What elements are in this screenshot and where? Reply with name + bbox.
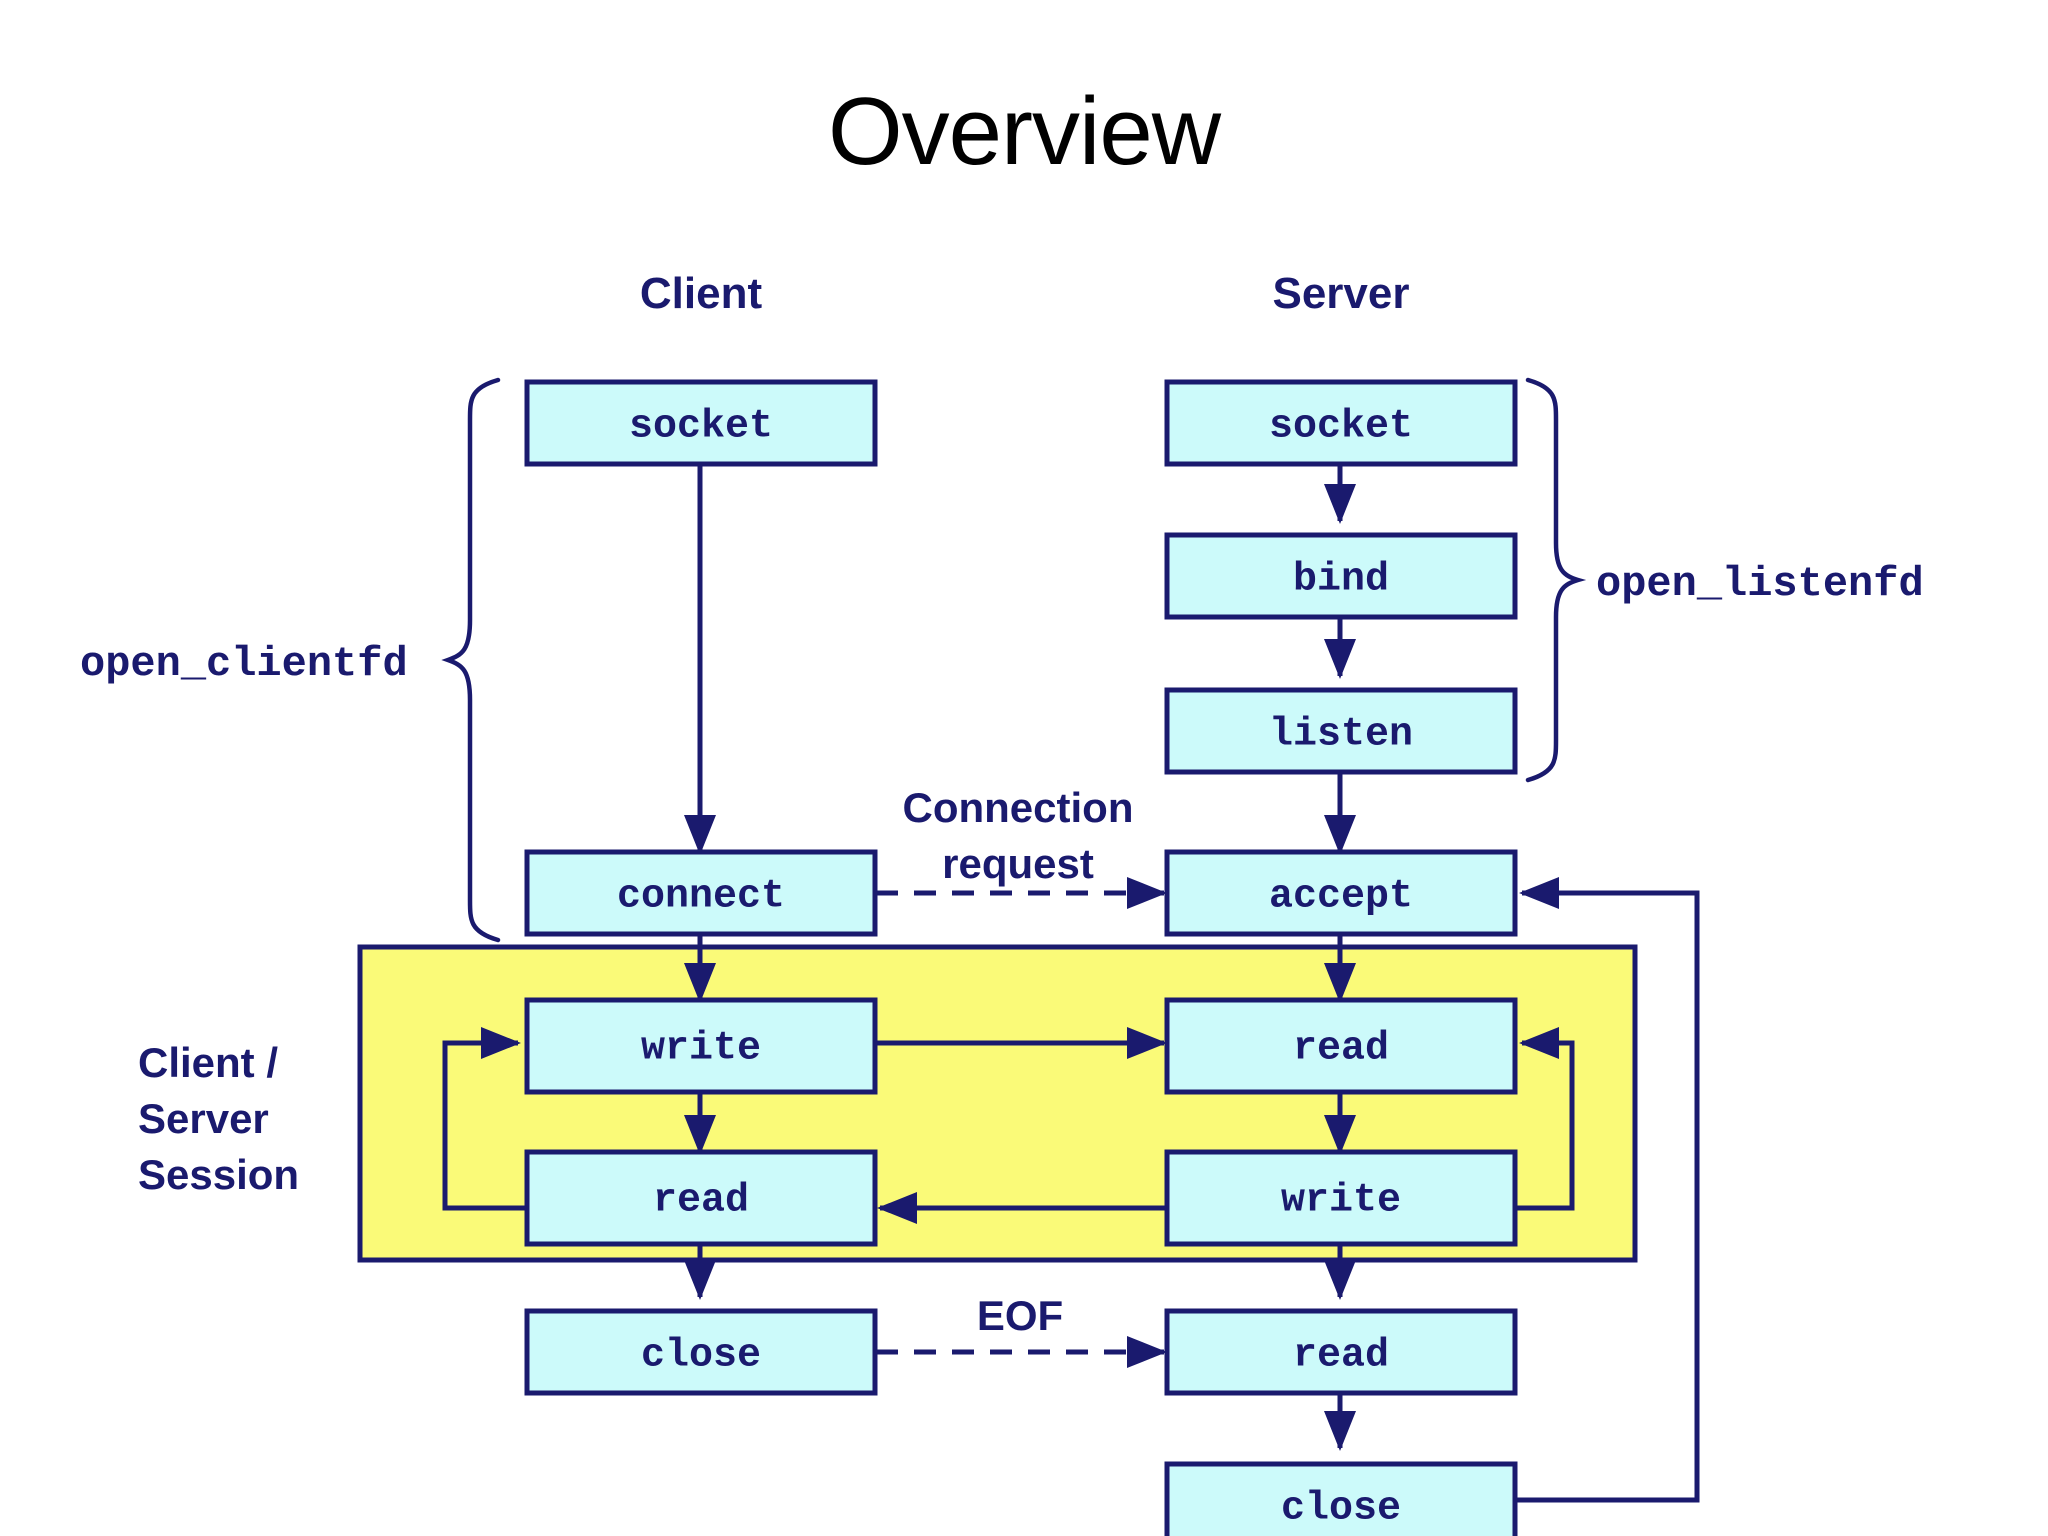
server-accept-node[interactable]: accept [1164, 849, 1518, 937]
edge-server-close-loop-to-accept [1512, 877, 1700, 1503]
client-write-label: write [641, 1027, 761, 1072]
brace-open-clientfd [441, 377, 501, 943]
client-connect-node[interactable]: connect [524, 849, 878, 937]
server-write-node[interactable]: write [1164, 1149, 1518, 1247]
label-session-line-3: Session [138, 1151, 299, 1198]
label-connection-request-line-2: request [942, 840, 1094, 887]
server-read-2-label: read [1293, 1334, 1389, 1379]
server-bind-node[interactable]: bind [1164, 532, 1518, 620]
edge-client-read-loop-to-write [442, 1026, 529, 1211]
client-write-node[interactable]: write [524, 997, 878, 1095]
server-listen-label: listen [1269, 713, 1413, 758]
server-read-1-node[interactable]: read [1164, 997, 1518, 1095]
label-session-line-2: Server [138, 1095, 269, 1142]
column-heading-client: Client [640, 269, 763, 318]
page-title: Overview [827, 78, 1221, 185]
server-read-2-node[interactable]: read [1164, 1308, 1518, 1396]
client-connect-label: connect [617, 875, 785, 920]
edge-server-write-loop-to-read [1510, 1027, 1575, 1211]
server-socket-label: socket [1269, 405, 1413, 450]
client-socket-node[interactable]: socket [524, 379, 878, 467]
label-open-clientfd: open_clientfd [80, 640, 408, 688]
server-close-label: close [1281, 1487, 1401, 1532]
column-heading-server: Server [1272, 269, 1409, 318]
server-close-node[interactable]: close [1164, 1461, 1518, 1536]
brace-open-listenfd [1525, 377, 1587, 783]
server-read-1-label: read [1293, 1027, 1389, 1072]
server-listen-node[interactable]: listen [1164, 687, 1518, 775]
client-close-node[interactable]: close [524, 1308, 878, 1396]
label-session-line-1: Client / [138, 1039, 278, 1086]
client-read-label: read [653, 1179, 749, 1224]
server-write-label: write [1281, 1179, 1401, 1224]
client-close-label: close [641, 1334, 761, 1379]
server-socket-node[interactable]: socket [1164, 379, 1518, 467]
label-open-listenfd: open_listenfd [1596, 560, 1924, 608]
label-connection-request-line-1: Connection [903, 784, 1134, 831]
client-read-node[interactable]: read [524, 1149, 878, 1247]
label-eof: EOF [977, 1292, 1063, 1339]
server-bind-label: bind [1293, 558, 1389, 603]
client-socket-label: socket [629, 405, 773, 450]
server-accept-label: accept [1269, 875, 1413, 920]
